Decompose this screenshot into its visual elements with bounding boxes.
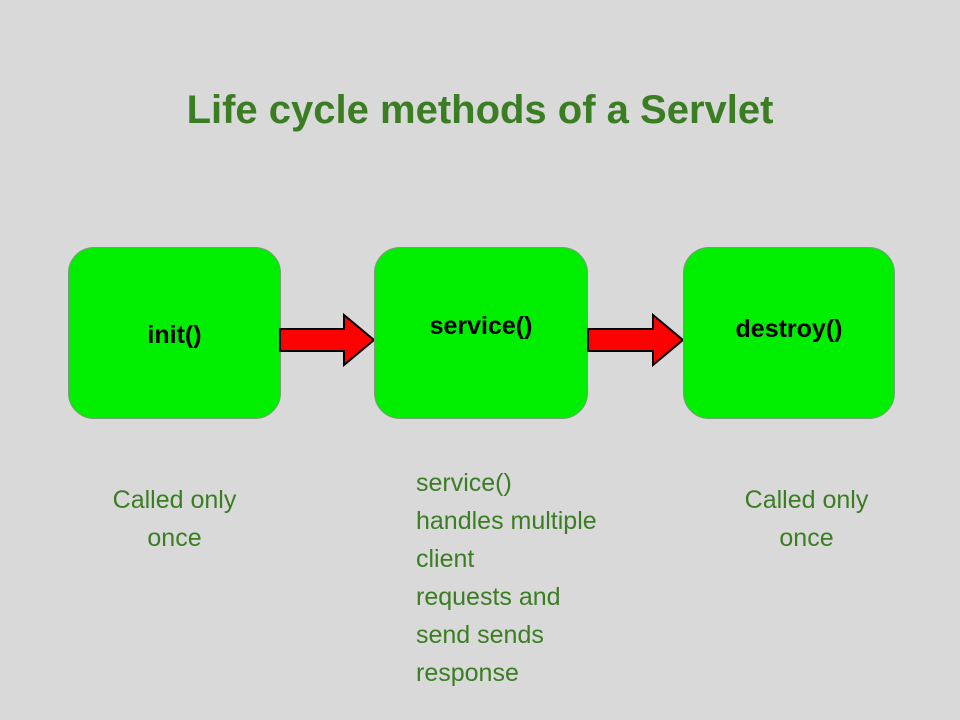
arrow-right-icon-init-to-service: [278, 309, 376, 371]
caption-line: response: [416, 659, 519, 687]
caption-line: client: [416, 545, 475, 573]
caption-init: Called only once: [68, 481, 281, 557]
flow-box-service[interactable]: service(): [374, 247, 588, 419]
page-title: Life cycle methods of a Servlet: [186, 88, 774, 132]
caption-line: requests and: [416, 583, 561, 611]
caption-destroy: Called only once: [700, 481, 913, 557]
flow-box-destroy-label: destroy(): [735, 314, 843, 343]
caption-line: once: [147, 524, 202, 552]
flow-box-destroy[interactable]: destroy(): [683, 247, 895, 419]
caption-service: service() handles multiple client reques…: [416, 464, 676, 692]
flow-box-init[interactable]: init(): [68, 247, 281, 419]
arrow-right-icon-service-to-destroy: [586, 309, 685, 371]
caption-line: handles multiple: [416, 507, 597, 535]
flow-box-init-label: init(): [147, 320, 202, 349]
caption-line: send sends: [416, 621, 544, 649]
caption-line: service(): [416, 469, 512, 497]
caption-line: Called only: [744, 486, 869, 514]
caption-line: once: [779, 524, 834, 552]
flow-box-service-label: service(): [429, 311, 533, 340]
caption-line: Called only: [112, 486, 237, 514]
